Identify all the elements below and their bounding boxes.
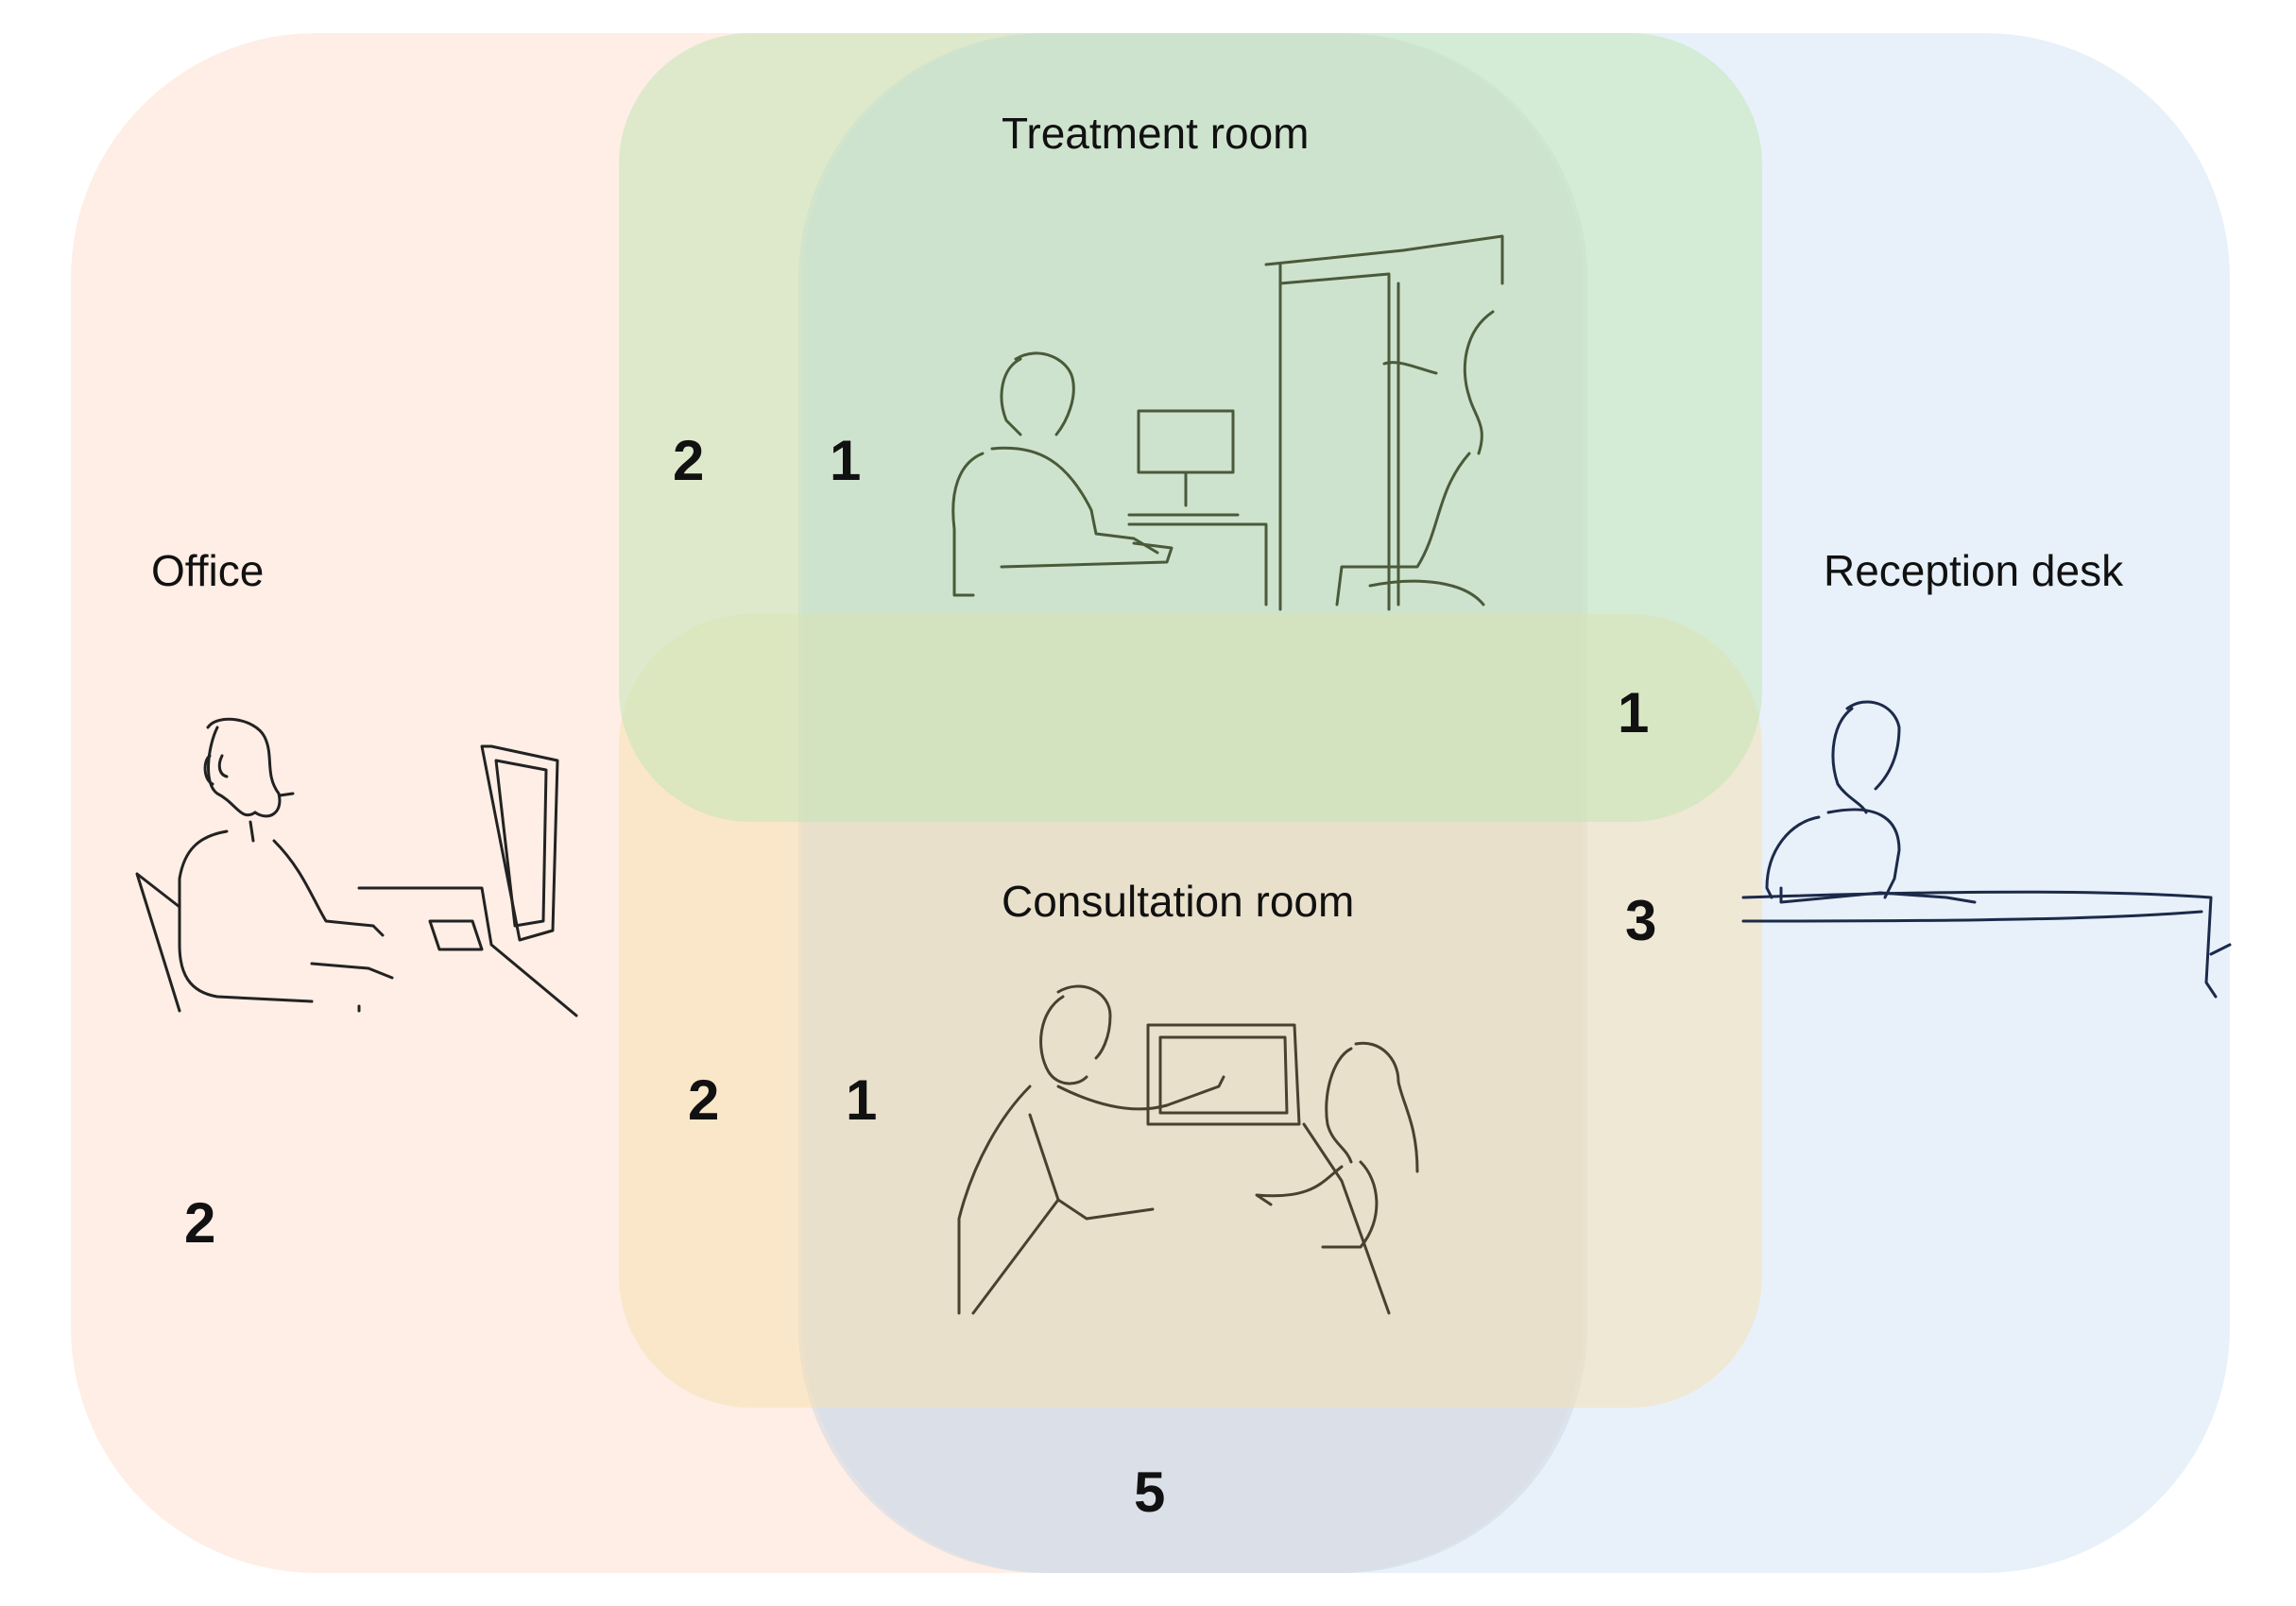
room-label-treatment: Treatment room — [1002, 109, 1310, 158]
treatment-room-sketch — [951, 234, 1504, 611]
consultation-sketch — [957, 984, 1419, 1315]
count-office-consultation: 2 — [688, 1068, 719, 1132]
room-label-office: Office — [151, 546, 264, 595]
room-label-reception: Reception desk — [1824, 546, 2124, 595]
count-reception: 3 — [1625, 889, 1656, 952]
region-treatment — [619, 33, 1762, 822]
room-label-consultation: Consultation room — [1002, 877, 1354, 926]
count-office-treatment: 2 — [673, 429, 704, 492]
count-center: 5 — [1134, 1461, 1165, 1524]
office-worker-sketch — [135, 717, 578, 1017]
count-treatment-consultation: 1 — [1618, 681, 1649, 744]
reception-desk-sketch — [1741, 700, 2232, 999]
count-treatment: 1 — [830, 429, 861, 492]
count-consultation: 1 — [846, 1068, 877, 1132]
count-office: 2 — [184, 1191, 215, 1255]
